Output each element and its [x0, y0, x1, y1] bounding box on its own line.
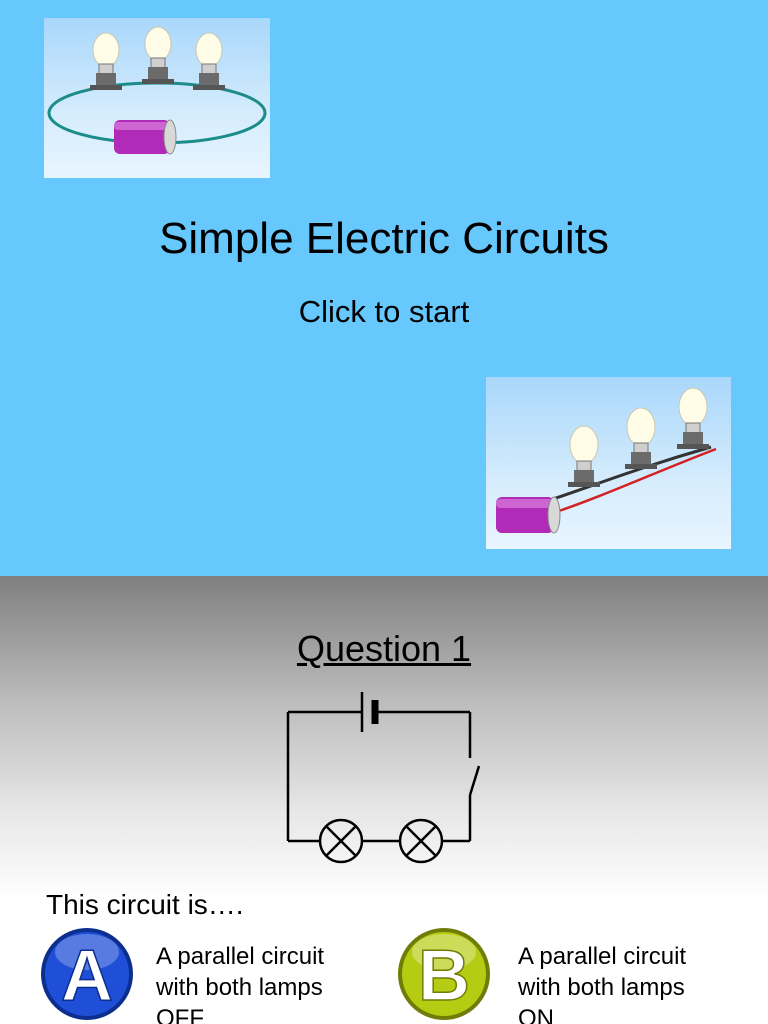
circuit-diagram — [280, 684, 490, 874]
question-prompt: This circuit is…. — [46, 889, 244, 920]
option-a-letter: A — [61, 936, 113, 1016]
series-circuit-icon — [47, 26, 267, 155]
letter-b-icon: B — [398, 928, 490, 1020]
slide-title: Simple Electric Circuits — [159, 214, 609, 263]
option-b-letter: B — [418, 936, 470, 1016]
option-a-line2: with both lamps — [156, 974, 323, 1001]
option-b-line1: A parallel circuit — [518, 943, 687, 970]
circuit-diagram-icon — [286, 692, 481, 864]
option-b-line2: with both lamps — [518, 974, 685, 1001]
option-a-line3: OFF — [156, 1005, 204, 1024]
option-b-line3: ON — [518, 1005, 554, 1024]
parallel-circuit-icon — [496, 387, 717, 534]
question-slide: Question 1 — [0, 576, 768, 1024]
option-a-line1: A parallel circuit — [156, 943, 325, 970]
title-slide: Simple Electric Circuits Click to start — [0, 0, 768, 576]
letter-a-icon: A — [41, 928, 133, 1020]
option-a-button[interactable]: A — [39, 926, 135, 1022]
series-circuit-illustration — [44, 18, 270, 178]
option-b-text: A parallel circuit with both lamps ON — [518, 941, 718, 1024]
option-b-button[interactable]: B — [396, 926, 492, 1022]
start-link[interactable]: Click to start — [298, 294, 470, 329]
question-title: Question 1 — [296, 628, 472, 669]
option-a-text: A parallel circuit with both lamps OFF — [156, 941, 356, 1024]
parallel-circuit-illustration — [486, 377, 731, 549]
